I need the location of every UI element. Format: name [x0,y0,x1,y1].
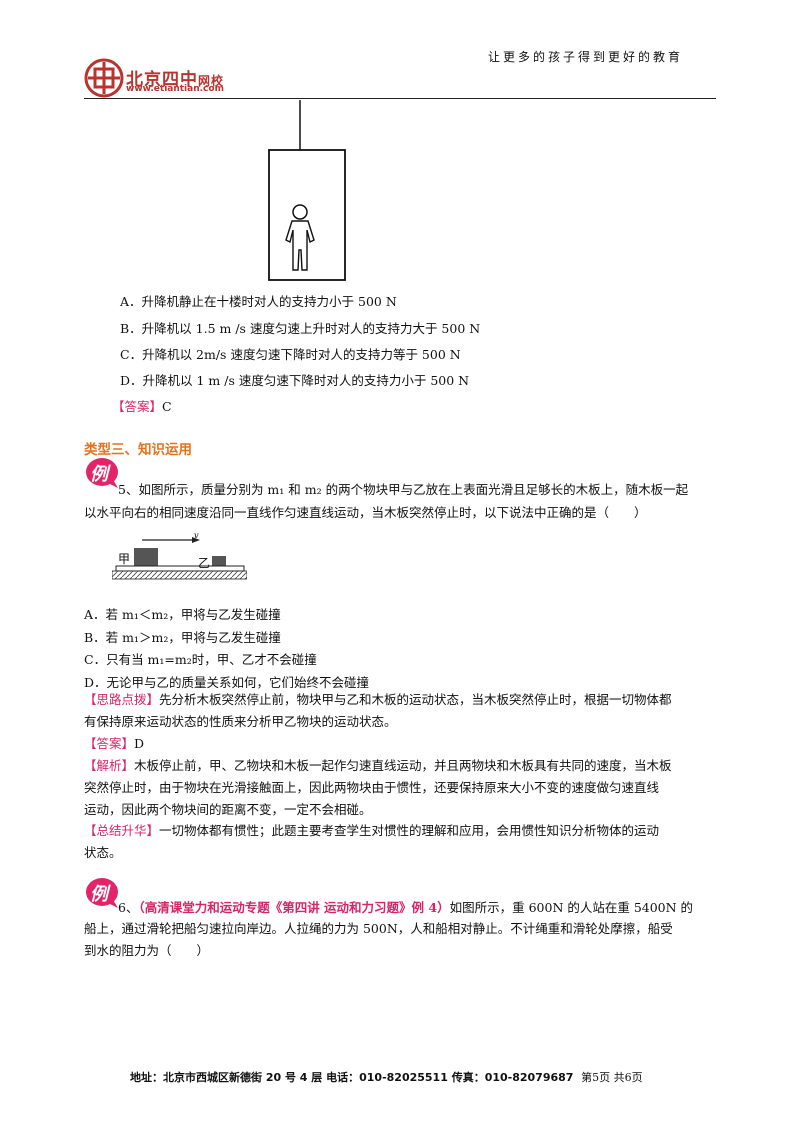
example-badge-icon: 例 [84,876,124,910]
logo-name: 北京四中网校 [126,70,225,90]
elevator-figure [262,100,352,285]
answer-tag: 【答案】 [112,399,163,414]
q5-option-c: C．只有当 m₁=m₂时，甲、乙才不会碰撞 [84,652,317,667]
q6-line3: 到水的阻力为（ ） [84,943,210,958]
q4-option-c: C．升降机以 2m/s 速度匀速下降时对人的支持力等于 500 N [120,347,461,362]
q5-summary: 【总结升华】一切物体都有惯性；此题主要考查学生对惯性的理解和应用，会用惯性知识分… [84,823,660,860]
section-heading: 类型三、知识运用 [84,442,192,458]
q5-option-a: A．若 m₁＜m₂，甲将与乙发生碰撞 [84,607,281,622]
site-logo [84,58,124,98]
page-number: 第5页 共6页 [581,1071,643,1084]
header-divider [84,98,716,99]
example-badge-icon: 例 [84,456,124,490]
q4-option-a: A．升降机静止在十楼时对人的支持力小于 500 N [120,294,397,309]
q6-line2: 船上，通过滑轮把船匀速拉向岸边。人拉绳的力为 500N，人和船相对静止。不计绳重… [84,921,673,936]
q5-figure: v 甲 乙 [111,531,248,584]
logo-url: www.etiantian.com [126,84,224,94]
q4-answer: 【答案】C [112,399,172,414]
header-slogan: 让更多的孩子得到更好的教育 [488,50,684,64]
q5-option-b: B．若 m₁＞m₂，甲将与乙发生碰撞 [84,630,281,645]
q6-line1: 6、（高清课堂力和运动专题《第四讲 运动和力习题》例 4）如图所示，重 600N… [118,900,694,915]
fig-label-a: 甲 [118,552,131,566]
page-footer: 地址：北京市西城区新德街 20 号 4 层 电话：010-82025511 传真… [130,1071,643,1084]
q5-answer: 【答案】D [84,736,145,751]
q5-line1: 5、如图所示，质量分别为 m₁ 和 m₂ 的两个物块甲与乙放在上表面光滑且足够长… [118,482,689,497]
q5-option-d: D．无论甲与乙的质量关系如何，它们始终不会碰撞 [84,675,370,690]
q4-option-d: D．升降机以 1 m /s 速度匀速下降时对人的支持力小于 500 N [120,373,470,388]
q5-line2: 以水平向右的相同速度沿同一直线作匀速直线运动，当木板突然停止时，以下说法中正确的… [84,505,647,520]
q4-option-b: B．升降机以 1.5 m /s 速度匀速上升时对人的支持力大于 500 N [120,321,481,336]
fig-label-b: 乙 [198,556,211,570]
svg-text:v: v [194,532,199,540]
q5-hint: 【思路点拨】先分析木板突然停止前，物块甲与乙和木板的运动状态，当木板突然停止时，… [84,692,672,729]
q5-analysis: 【解析】木板停止前，甲、乙物块和木板一起作匀速直线运动，并且两物块和木板具有共同… [84,758,672,817]
